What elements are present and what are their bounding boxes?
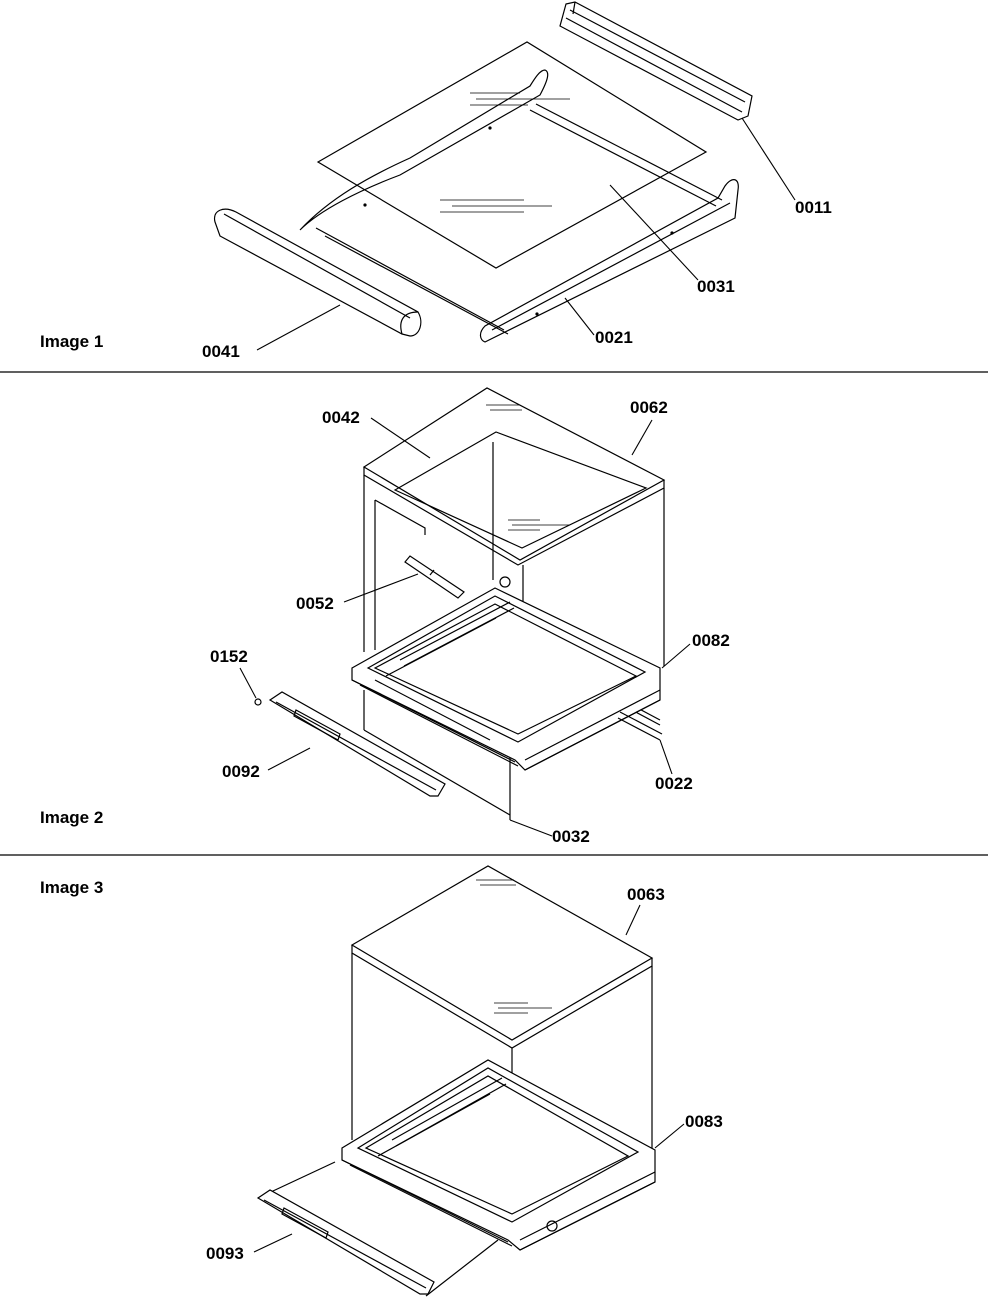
leader-0022 <box>659 739 673 775</box>
part-rear-trim[interactable] <box>559 1 753 121</box>
callout-0083: 0083 <box>685 1112 723 1131</box>
panel-image-3: Image 3 <box>40 865 723 1297</box>
panel-image-2: Image 2 <box>40 387 730 846</box>
callout-0152: 0152 <box>210 647 248 666</box>
panel-image-1: Image 1 <box>40 1 832 361</box>
part-drawer-front[interactable] <box>256 1189 435 1295</box>
leader-0082 <box>661 643 691 669</box>
callout-0022: 0022 <box>655 774 693 793</box>
callout-0011: 0011 <box>795 198 832 217</box>
part-drawer-frame[interactable] <box>351 576 661 771</box>
leader-0092 <box>267 747 311 771</box>
leader-0032 <box>509 819 553 837</box>
leader-0031 <box>609 184 699 281</box>
callout-0052: 0052 <box>296 594 334 613</box>
callout-0093: 0093 <box>206 1244 244 1263</box>
part-crisper-cover[interactable] <box>362 387 666 566</box>
part-shelf-frame[interactable] <box>299 69 739 343</box>
part-glass-shelf[interactable] <box>316 41 708 269</box>
callout-0092: 0092 <box>222 762 260 781</box>
callout-0042: 0042 <box>322 408 360 427</box>
part-screw[interactable] <box>254 698 262 706</box>
callout-0041: 0041 <box>202 342 240 361</box>
panel-1-title: Image 1 <box>40 332 103 351</box>
leader-0011 <box>741 117 796 201</box>
callout-0031: 0031 <box>697 277 735 296</box>
leader-0041 <box>256 304 341 351</box>
leader-0152 <box>239 667 257 699</box>
leader-0052 <box>343 573 419 603</box>
callout-0032: 0032 <box>552 827 590 846</box>
leader-0093 <box>253 1233 293 1253</box>
part-drawer-frame[interactable] <box>257 1059 656 1297</box>
callout-0063: 0063 <box>627 885 665 904</box>
part-divider[interactable] <box>404 555 465 599</box>
leader-0063 <box>625 904 641 936</box>
part-drawer-front[interactable] <box>268 691 446 797</box>
leader-0062 <box>631 419 653 456</box>
part-slide-rail[interactable] <box>617 711 663 741</box>
panel-3-title: Image 3 <box>40 878 103 897</box>
callout-0082: 0082 <box>692 631 730 650</box>
leader-0083 <box>654 1123 685 1149</box>
part-front-trim[interactable] <box>213 208 422 337</box>
part-crisper-cover[interactable] <box>350 865 654 1049</box>
panel-2-title: Image 2 <box>40 808 103 827</box>
leader-0021 <box>564 297 595 336</box>
leader-0042 <box>370 417 431 459</box>
callout-0062: 0062 <box>630 398 668 417</box>
callout-0021: 0021 <box>595 328 633 347</box>
